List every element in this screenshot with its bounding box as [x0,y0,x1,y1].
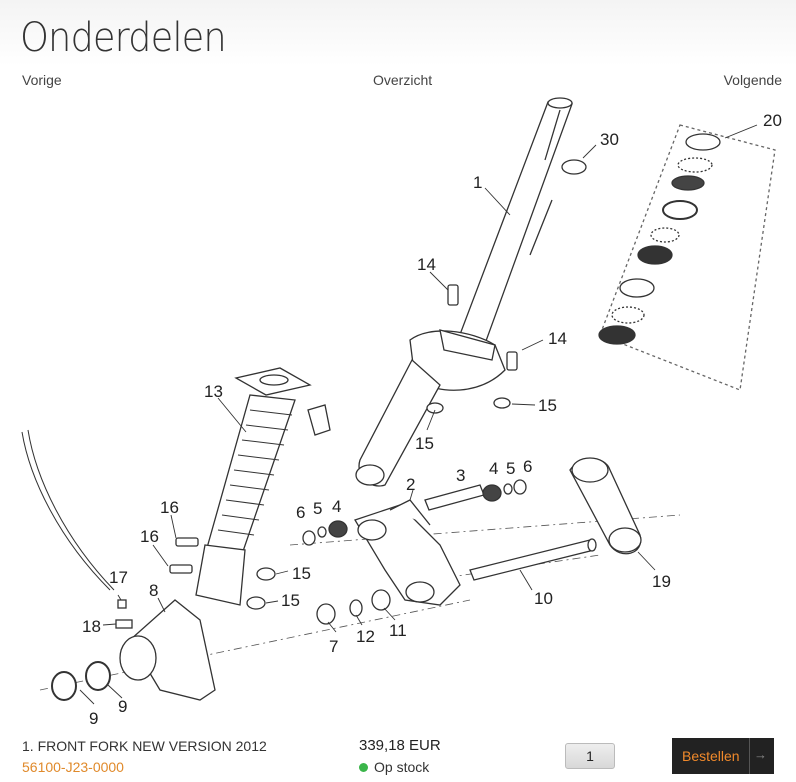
stock-dot-icon [359,763,368,772]
axle-shaft [469,538,597,581]
callout-30: 30 [600,130,619,149]
quantity-input[interactable] [565,743,615,769]
callout-11: 11 [389,621,407,640]
callout-12: 12 [356,627,375,646]
callout-5-left: 5 [313,499,322,518]
callout-numbers: 1 2 3 4 5 6 6 5 4 7 8 9 9 10 11 12 13 14… [82,111,782,728]
headset-bearing-set [598,124,776,391]
shock-absorber [195,367,331,606]
order-button[interactable]: Bestellen → [672,738,774,774]
callout-15-mid: 15 [415,434,434,453]
wheel-hub [51,599,216,701]
callout-3: 3 [456,466,465,485]
callout-16-lower: 16 [140,527,159,546]
callout-14-right: 14 [548,329,567,348]
callout-2: 2 [406,475,415,494]
link-arm [569,457,642,555]
product-price: 339,18 EUR [359,737,441,754]
callout-15-right: 15 [538,396,557,415]
callout-9-left: 9 [89,709,98,728]
callout-16-upper: 16 [160,498,179,517]
nuts-15 [246,397,511,610]
parts-diagram: 1 2 3 4 5 6 6 5 4 7 8 9 9 10 11 12 13 14… [21,97,782,728]
washers [316,589,391,625]
page-title: Onderdelen [20,15,227,61]
swing-arm [354,499,461,606]
order-button-label: Bestellen [682,748,740,764]
product-code-link[interactable]: 56100-J23-0000 [22,759,124,775]
order-button-divider [749,738,750,774]
callout-5: 5 [506,459,515,478]
callout-6: 6 [523,457,532,476]
callout-20: 20 [763,111,782,130]
callout-4: 4 [489,459,498,478]
callout-10: 10 [534,589,553,608]
callout-7: 7 [329,637,338,656]
callout-1: 1 [473,173,482,192]
arrow-right-icon: → [754,747,767,762]
overview-link[interactable]: Overzicht [373,72,433,88]
callout-15-upper: 15 [292,564,311,583]
seal-ring-30 [561,159,587,175]
header-band [0,0,796,66]
callout-8: 8 [149,581,158,600]
callout-17: 17 [109,568,128,587]
callout-4-left: 4 [332,497,341,516]
callout-9-right: 9 [118,697,127,716]
stock-status-label: Op stock [374,759,430,775]
next-link[interactable]: Volgende [723,72,782,88]
callout-6-left: 6 [296,503,305,522]
bolts-16 [169,537,199,574]
fork-crown [355,329,506,487]
steering-tube [455,97,573,353]
speedo-cable [21,429,133,629]
screws-14 [447,284,518,371]
callout-14-top: 14 [417,255,436,274]
previous-link[interactable]: Vorige [22,72,62,88]
stock-status: Op stock [359,759,429,775]
product-name: 1. FRONT FORK NEW VERSION 2012 [22,738,267,754]
callout-19: 19 [652,572,671,591]
axle-sleeve [302,479,527,546]
leader-lines [79,124,758,705]
callout-18: 18 [82,617,101,636]
callout-13: 13 [204,382,223,401]
callout-15-lower: 15 [281,591,300,610]
